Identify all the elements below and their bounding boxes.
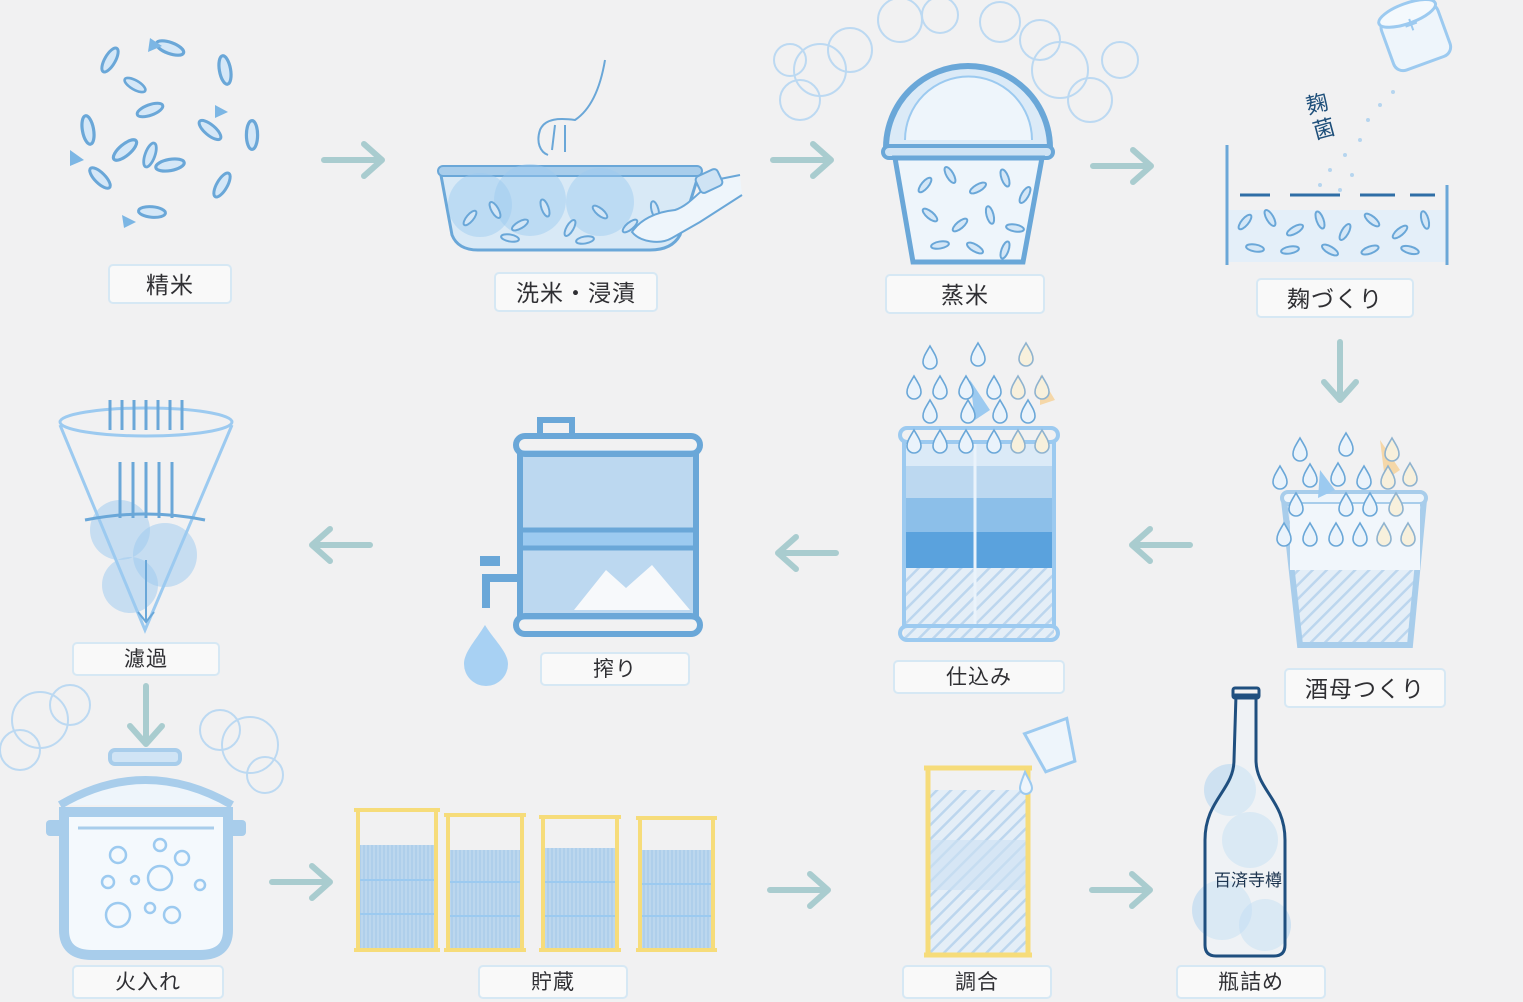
step-label-hiire: 火入れ	[72, 965, 224, 999]
washing-soaking-illustration	[437, 59, 743, 252]
step-label-roka: 濾過	[72, 642, 220, 676]
arrow-down-2	[130, 686, 162, 744]
flow-arrows	[130, 144, 1356, 906]
filtration-illustration	[58, 400, 234, 634]
arrow-left-3	[312, 529, 370, 561]
polished-rice-illustration	[70, 36, 260, 228]
step-label-binzume: 瓶詰め	[1176, 965, 1326, 999]
shibori-illustration	[464, 417, 703, 686]
steamed-rice-illustration	[773, 0, 1139, 265]
step-label-chozo: 貯蔵	[478, 965, 628, 999]
storage-illustration	[354, 808, 717, 952]
shikomi-illustration	[898, 342, 1060, 642]
step-label-shubo: 酒母つくり	[1284, 668, 1446, 708]
step-label-senmai: 洗米・浸漬	[494, 272, 658, 312]
arrow-right-3	[1093, 150, 1151, 182]
bottling-illustration	[1192, 686, 1291, 958]
step-label-koji: 麹づくり	[1256, 278, 1414, 318]
arrow-left-2	[778, 537, 836, 569]
step-label-shibori: 搾り	[540, 652, 690, 686]
arrow-right-2	[773, 144, 831, 176]
step-label-chogo: 調合	[902, 965, 1052, 999]
arrow-right-4	[272, 866, 330, 898]
shubo-illustration	[1272, 432, 1428, 648]
blending-illustration	[924, 716, 1077, 958]
step-label-mushimai: 蒸米	[885, 274, 1045, 314]
step-label-seimai: 精米	[108, 264, 232, 304]
step-label-shikomi: 仕込み	[893, 660, 1065, 694]
arrow-down-1	[1324, 342, 1356, 400]
pasteurization-illustration	[0, 684, 284, 960]
arrow-right-6	[1092, 874, 1150, 906]
arrow-left-1	[1132, 529, 1190, 561]
koji-making-illustration	[1225, 0, 1453, 265]
arrow-right-5	[770, 874, 828, 906]
bottle-brand-text: 百済寺樽	[1214, 871, 1282, 891]
arrow-right-1	[324, 144, 382, 176]
